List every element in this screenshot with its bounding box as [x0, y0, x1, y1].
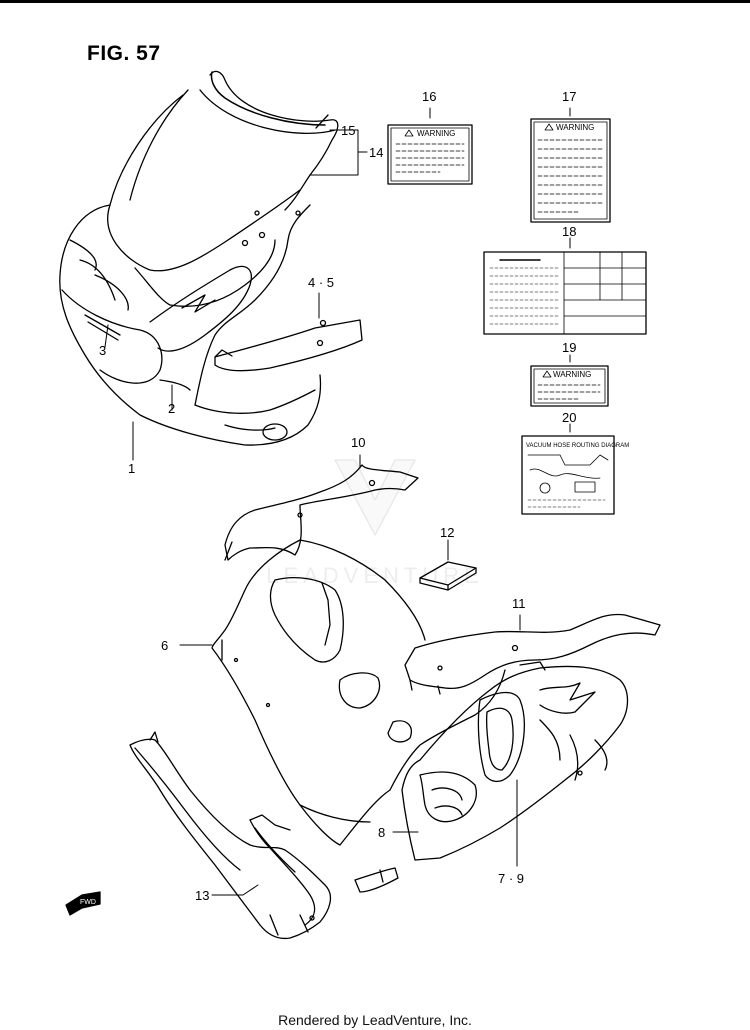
pad-part-12[interactable] [419, 561, 477, 591]
warning-label-17[interactable]: WARNING [530, 118, 611, 223]
label-19-heading: WARNING [553, 370, 591, 379]
watermark-logo: LEADVENTURE [266, 459, 484, 588]
inner-panel-part-10[interactable] [224, 464, 419, 561]
callout-6: 6 [161, 638, 168, 653]
callout-18: 18 [562, 224, 576, 239]
callout-7-9: 7 · 9 [498, 871, 524, 886]
callout-13: 13 [195, 888, 209, 903]
callout-17: 17 [562, 89, 576, 104]
warning-label-16[interactable]: WARNING [387, 124, 473, 185]
callout-11: 11 [512, 596, 526, 611]
callout-15: 15 [341, 123, 355, 138]
label-20-heading: VACUUM HOSE ROUTING DIAGRAM [526, 443, 629, 449]
lower-cowling-right-part-7-8-9[interactable] [354, 661, 629, 893]
watermark-text: LEADVENTURE [266, 563, 484, 588]
callout-20: 20 [562, 410, 576, 425]
figure-title: FIG. 57 [87, 42, 161, 65]
callout-8: 8 [378, 825, 385, 840]
fwd-label: FWD [80, 899, 96, 906]
callout-3: 3 [99, 343, 106, 358]
callout-16: 16 [422, 89, 436, 104]
windscreen-trim-part-14-15[interactable] [210, 71, 329, 129]
vacuum-hose-label-20[interactable]: VACUUM HOSE ROUTING DIAGRAM [521, 435, 629, 515]
leader-lines [104, 107, 571, 896]
inner-panel-part-11[interactable] [404, 613, 661, 695]
warning-label-18[interactable] [483, 251, 647, 335]
fwd-arrow-icon: FWD [65, 891, 101, 916]
callout-1: 1 [128, 461, 135, 476]
bracket-part-4-5[interactable] [214, 319, 363, 372]
lower-cowling-left-part-6[interactable] [211, 539, 506, 846]
callout-14: 14 [369, 145, 383, 160]
callout-19: 19 [562, 340, 576, 355]
upper-cowling-part-1[interactable] [59, 70, 339, 446]
under-cowling-part-13[interactable] [129, 731, 332, 940]
callout-numbers: 1 2 3 4 · 5 6 7 · 9 8 10 11 12 13 14 15 … [99, 89, 576, 903]
warning-label-19[interactable]: WARNING [530, 365, 609, 407]
footer-credit: Rendered by LeadVenture, Inc. [278, 1012, 472, 1028]
top-border [0, 0, 750, 3]
label-16-heading: WARNING [417, 129, 455, 138]
callout-4-5: 4 · 5 [308, 275, 334, 290]
label-17-heading: WARNING [556, 123, 594, 132]
callout-2: 2 [168, 401, 175, 416]
callout-10: 10 [351, 435, 365, 450]
callout-12: 12 [440, 525, 454, 540]
